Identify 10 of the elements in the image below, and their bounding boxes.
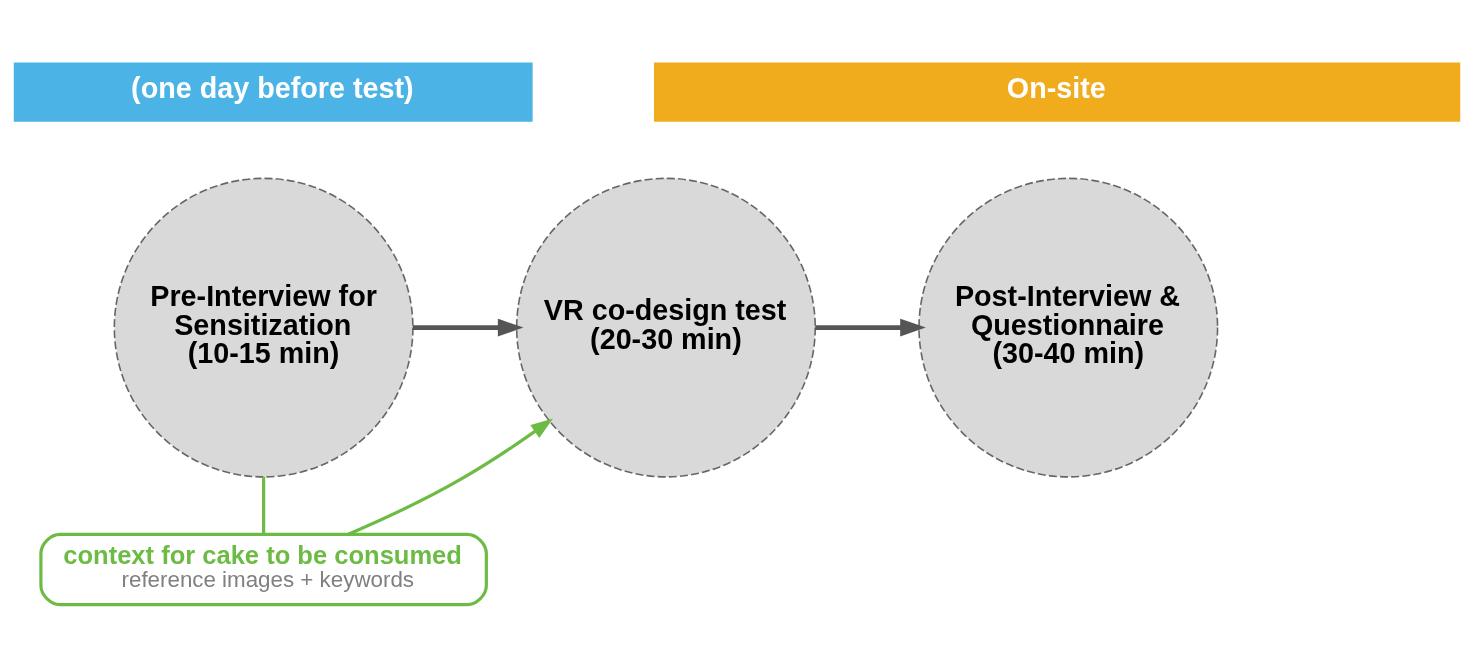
node-box: (one day before test)	[13, 62, 533, 122]
node-box: On-site	[654, 62, 1461, 122]
arrow	[347, 418, 553, 536]
node-circle: Post-Interview & Questionnaire (30-40 min)	[918, 177, 1219, 478]
arrow	[412, 318, 524, 337]
node-circle: VR co-design test (20-30 min)	[515, 177, 817, 478]
arrow	[815, 318, 926, 337]
node-box: context for cake to be consumed reference images + keywords	[39, 532, 488, 606]
connector	[262, 476, 266, 534]
node-circle: Pre-Interview for Sensitization (10-15 min)	[113, 177, 414, 478]
